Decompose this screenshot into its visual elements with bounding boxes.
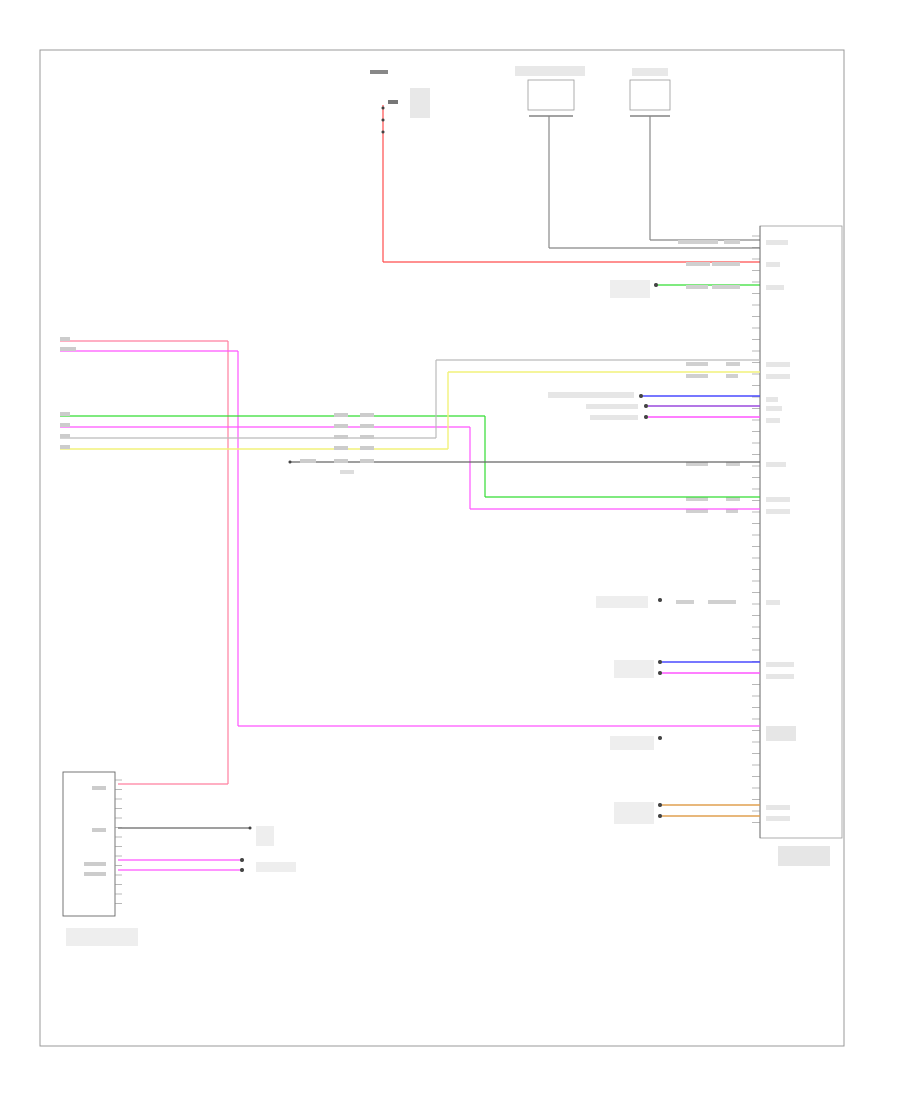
- wire-tags-right: [676, 240, 740, 604]
- blue-purple-wires: [548, 392, 760, 420]
- fuse-source-left: [370, 70, 430, 262]
- left-four-wires: [60, 359, 760, 510]
- module-pin-ticks: [752, 235, 760, 823]
- diagram-frame: [39, 49, 845, 1047]
- battery-source-center: [515, 66, 760, 249]
- blue-purple-pair-lower: [614, 660, 760, 678]
- right-control-module: [752, 225, 843, 866]
- left-top-wires: [60, 337, 760, 784]
- bottom-left-module: [62, 771, 296, 946]
- ground-branch: [610, 280, 760, 298]
- battery-source-right: [629, 68, 760, 241]
- orange-pair: [614, 802, 760, 824]
- dark-signal-wire: [288, 459, 760, 474]
- mid-ground: [596, 596, 662, 608]
- left-module-pin-ticks: [115, 779, 122, 904]
- ground-lower: [610, 736, 662, 750]
